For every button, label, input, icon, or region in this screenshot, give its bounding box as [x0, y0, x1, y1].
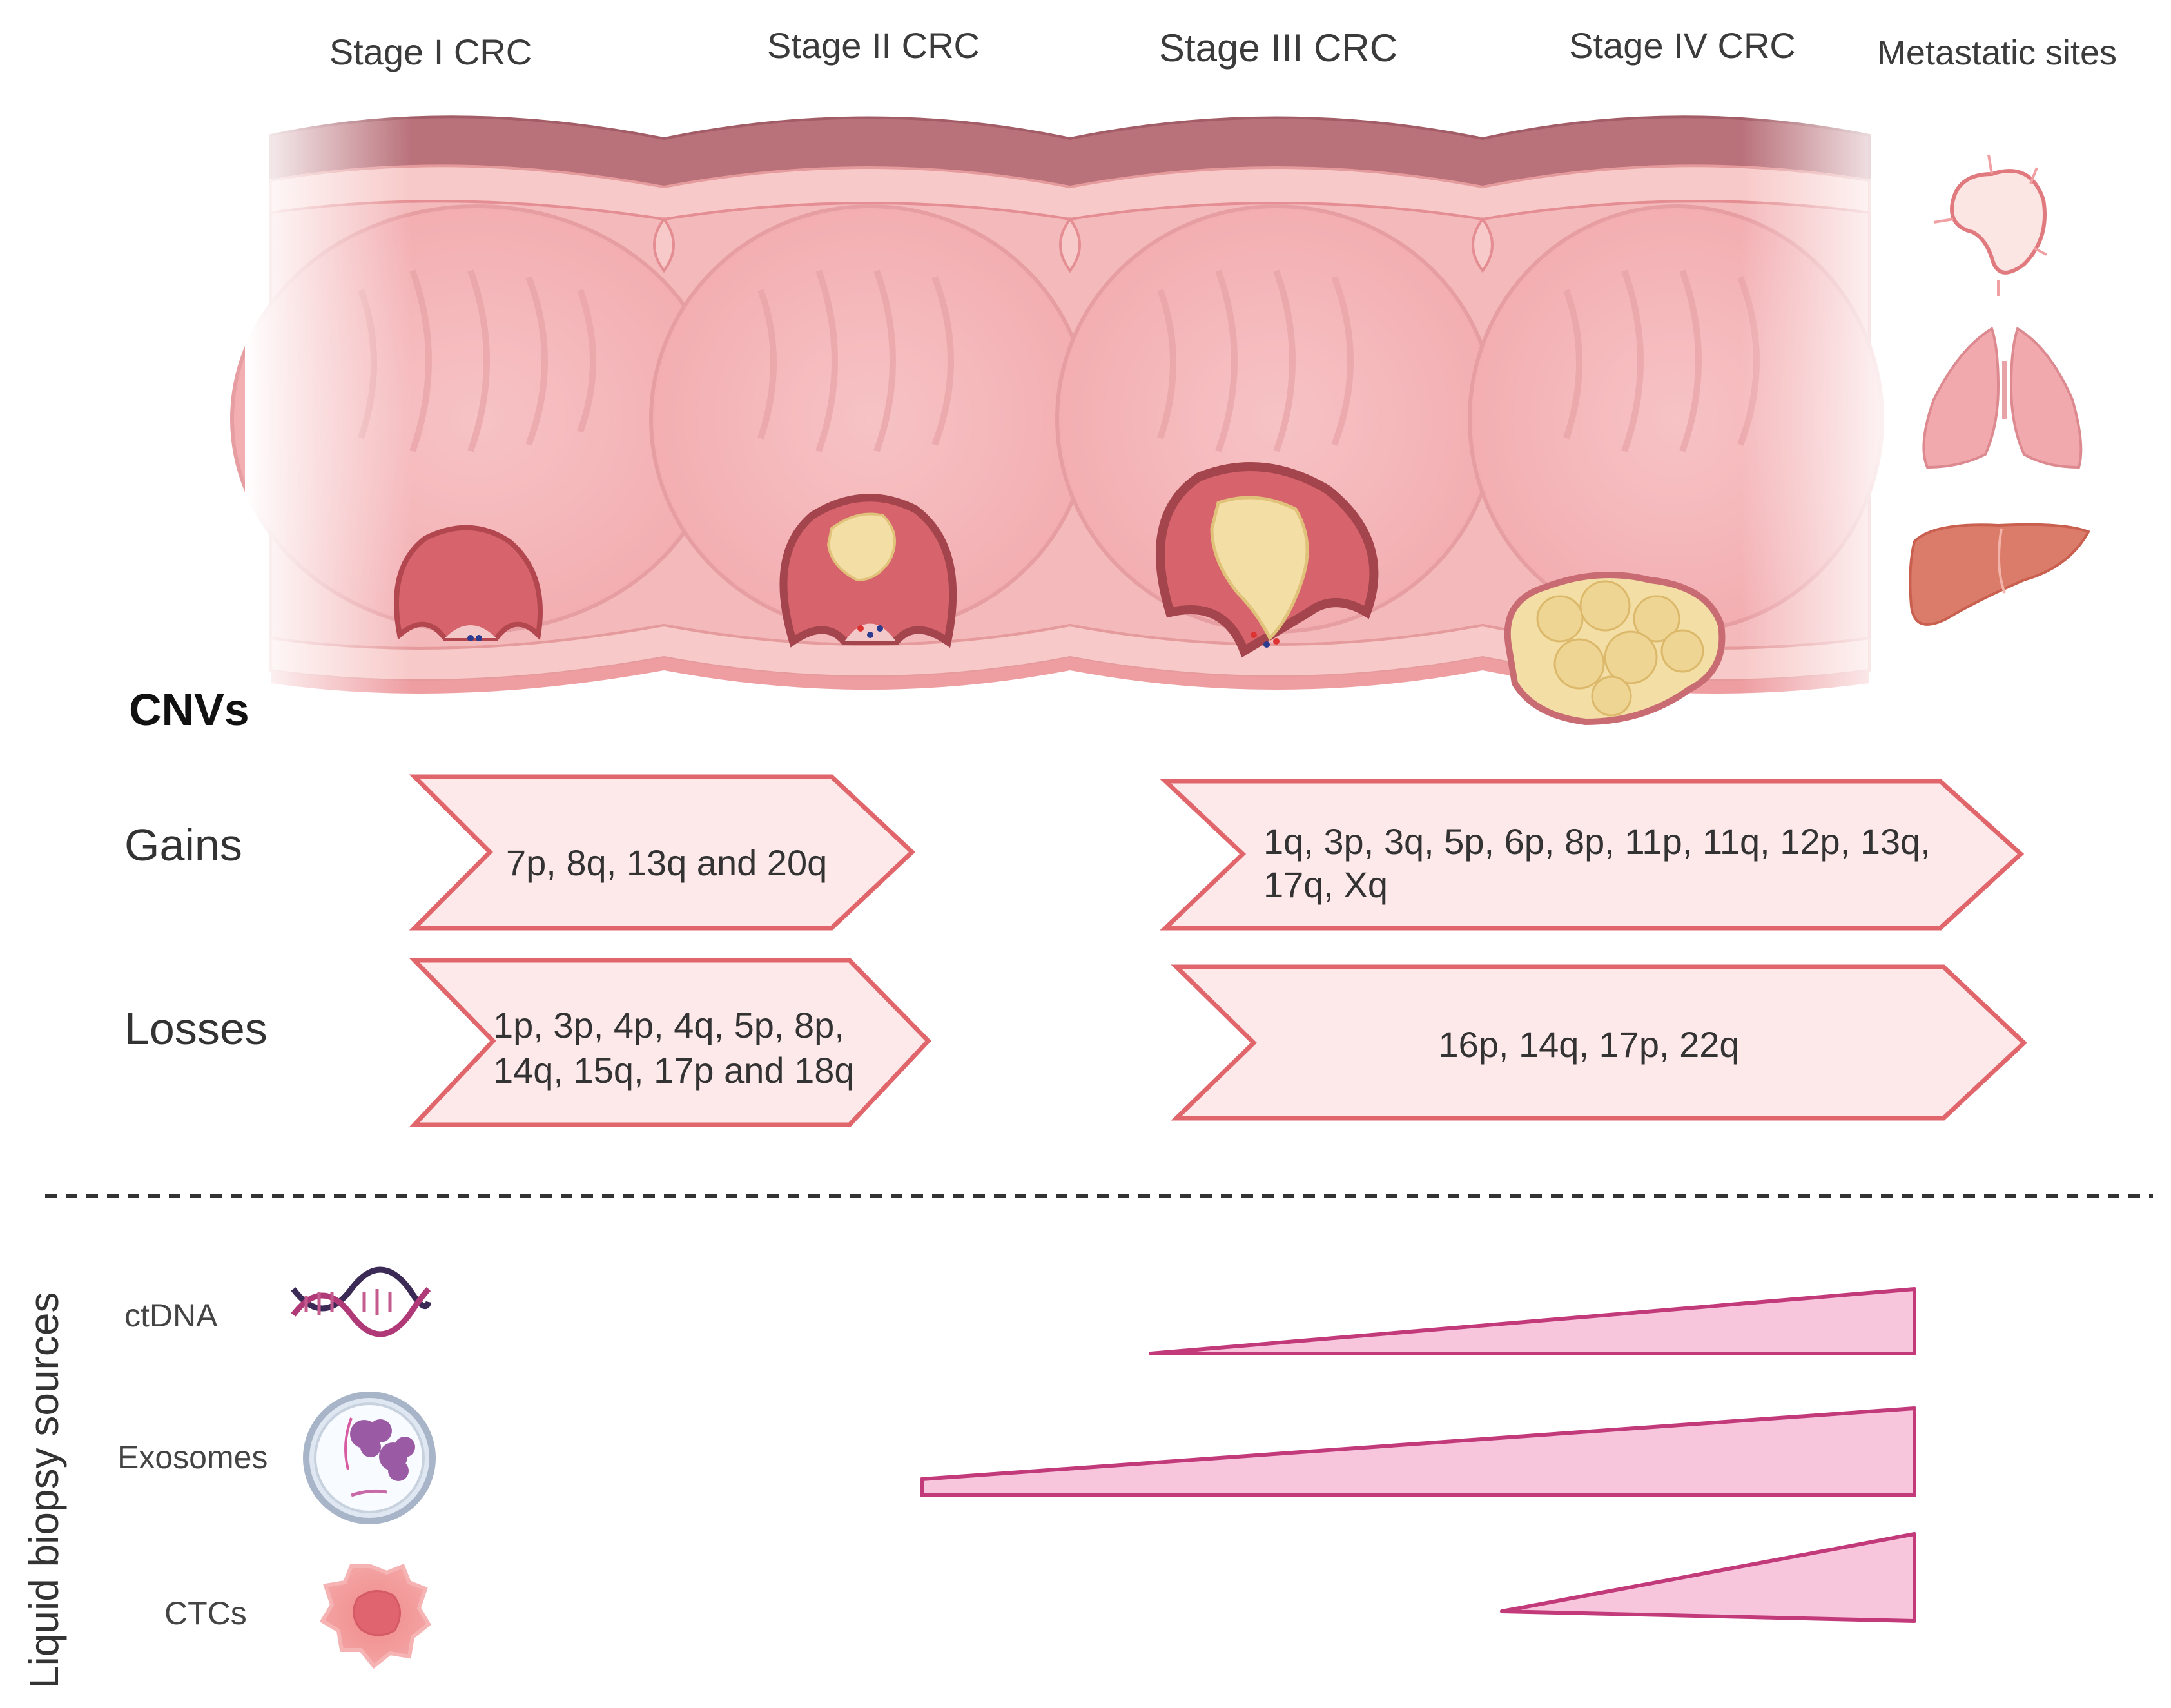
stage-4-label: Stage IV CRC: [1569, 25, 1796, 66]
lungs-icon: [1922, 327, 2083, 469]
ctcs-label: CTCs: [164, 1595, 247, 1631]
stage-3-label: Stage III CRC: [1159, 26, 1397, 70]
metastatic-sites-label: Metastatic sites: [1877, 34, 2117, 72]
gains-label: Gains: [124, 820, 242, 870]
exosome-icon: [303, 1392, 436, 1524]
exosomes-abundance-wedge: [920, 1406, 1916, 1497]
losses-early-text-1: 1p, 3p, 4p, 4q, 5p, 8p,: [493, 1005, 844, 1045]
gains-late-arrow: 1q, 3p, 3q, 5p, 6p, 8p, 11p, 11q, 12p, 1…: [1160, 779, 2025, 931]
ctdna-abundance-wedge: [1149, 1287, 1916, 1355]
stage-3-tumor: [1156, 462, 1379, 658]
circulating-tumor-cell-icon: [319, 1564, 431, 1669]
losses-label: Losses: [124, 1004, 268, 1054]
losses-early-text-2: 14q, 15q, 17p and 18q: [493, 1050, 855, 1091]
stage-1-label: Stage I CRC: [329, 32, 532, 72]
stage-2-tumor: [779, 494, 957, 648]
gains-late-text-1: 1q, 3p, 3q, 5p, 6p, 8p, 11p, 11q, 12p, 1…: [1263, 821, 1931, 862]
liver-icon: [1909, 523, 2090, 626]
stage-2-label: Stage II CRC: [767, 25, 980, 66]
stage-1-tumor: [394, 525, 543, 641]
liquid-biopsy-axis-title: Liquid biopsy sources: [21, 1292, 67, 1689]
exosomes-label: Exosomes: [117, 1439, 268, 1475]
kidney-icon: [1933, 154, 2047, 296]
dna-icon: [291, 1266, 432, 1337]
losses-early-arrow: 1p, 3p, 4p, 4q, 5p, 8p, 14q, 15q, 17p an…: [409, 958, 931, 1127]
stage-4-tumor: [1504, 572, 1726, 726]
colon-illustration: [230, 90, 1908, 728]
gains-late-text-2: 17q, Xq: [1263, 864, 1388, 905]
ctdna-label: ctDNA: [124, 1297, 218, 1334]
gains-early-arrow: 7p, 8q, 13q and 20q: [409, 774, 916, 931]
losses-late-text: 16p, 14q, 17p, 22q: [1438, 1024, 1739, 1065]
losses-late-arrow: 16p, 14q, 17p, 22q: [1171, 964, 2028, 1121]
cnv-title: CNVs: [129, 684, 249, 735]
ctcs-abundance-wedge: [1500, 1532, 1916, 1623]
gains-early-text: 7p, 8q, 13q and 20q: [506, 842, 827, 883]
